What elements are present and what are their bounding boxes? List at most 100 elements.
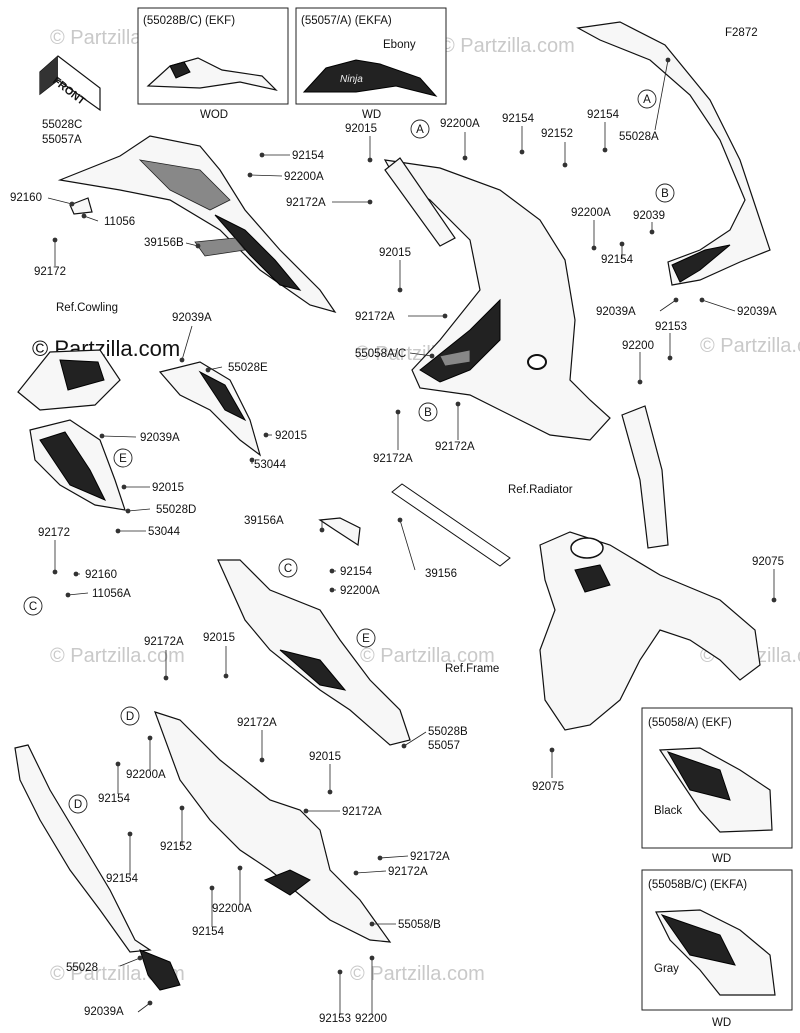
part-number-labels: 55028C55057A92160110569217239156B9215492… [10, 109, 784, 1025]
callout-letter: A [416, 124, 424, 136]
callout-letter: D [126, 711, 134, 723]
callout-marker: D [120, 706, 140, 726]
callout-marker: A [410, 119, 430, 139]
part-number-label: 92154 [106, 873, 139, 885]
watermark-text: © Partzilla.com [440, 35, 575, 57]
part-number-label: 39156A [244, 515, 284, 527]
part-number-label: 92039A [140, 432, 180, 444]
fastener-marker [195, 243, 201, 249]
fastener-marker [73, 571, 79, 577]
fastener-marker [367, 157, 373, 163]
upper-cowl-55028a [576, 21, 771, 286]
inset-header: (55028B/C) (EKF) [143, 15, 235, 27]
callout-letter: C [284, 563, 292, 575]
inset-black: (55058/A) (EKF) Black WD [641, 707, 793, 865]
inset-note: Ebony [383, 39, 416, 51]
inset-caption: WD [712, 1017, 731, 1029]
watermark-text: © Partzilla.com [360, 645, 495, 667]
fastener-marker [462, 155, 468, 161]
fastener-marker [205, 367, 211, 373]
callout-letter: A [643, 94, 651, 106]
part-number-label: 92015 [309, 751, 341, 763]
frame-reference [539, 531, 761, 731]
part-number-label: 92039A [172, 312, 212, 324]
fastener-marker [649, 229, 655, 235]
radiator-reference [621, 405, 669, 549]
fastener-marker [442, 313, 448, 319]
part-number-label: 55058/B [398, 919, 441, 931]
part-number-label: 92154 [587, 109, 620, 121]
fastener-marker [395, 409, 401, 415]
fastener-marker [249, 457, 255, 463]
fastener-marker [429, 353, 435, 359]
fastener-marker [223, 673, 229, 679]
leader-line [101, 435, 137, 438]
fastener-marker [69, 201, 75, 207]
part-number-label: 39156B [144, 237, 184, 249]
inset-caption: WD [712, 853, 731, 865]
fastener-marker [397, 287, 403, 293]
fastener-marker [179, 357, 185, 363]
fastener-marker [353, 870, 359, 876]
callout-marker: A [637, 89, 657, 109]
fastener-marker [127, 831, 133, 837]
part-number-label: 55028E [228, 362, 268, 374]
part-number-label: 92200 [355, 1013, 387, 1025]
fastener-marker [377, 855, 383, 861]
fastener-marker [549, 747, 555, 753]
inset-wd-ebony: (55057/A) (EKFA) Ebony Ninja WD [295, 7, 447, 121]
part-number-label: 92172A [237, 717, 277, 729]
part-number-label: 92160 [10, 192, 42, 204]
part-number-label: 53044 [254, 459, 287, 471]
part-number-label: 92152 [541, 128, 573, 140]
callout-marker: C [278, 558, 298, 578]
duct-55028e [158, 361, 262, 457]
fastener-marker [602, 147, 608, 153]
fastener-marker [65, 592, 71, 598]
callout-marker: B [418, 402, 438, 422]
callout-marker: E [113, 448, 133, 468]
part-number-label: 55057 [428, 740, 460, 752]
part-number-label: 92154 [601, 254, 634, 266]
leader-line [127, 508, 151, 512]
inner-cowl-part [17, 349, 121, 411]
seal-39156b [194, 237, 246, 257]
fastener-marker [637, 379, 643, 385]
fastener-marker [673, 297, 679, 303]
part-number-label: 92200A [340, 585, 380, 597]
part-number-label: 92172A [342, 806, 382, 818]
fastener-marker [337, 969, 343, 975]
fastener-marker [147, 735, 153, 741]
fastener-marker [771, 597, 777, 603]
leader-line [137, 1002, 151, 1013]
fastener-marker [52, 237, 58, 243]
fastener-marker [179, 805, 185, 811]
fastener-marker [147, 1000, 153, 1006]
part-number-label: 92075 [532, 781, 564, 793]
leader-line [47, 197, 73, 205]
part-number-label: 92154 [340, 566, 373, 578]
watermark-text: © Partzilla.com [700, 335, 800, 357]
front-arrow-icon: FRONT [39, 55, 101, 112]
fastener-marker [591, 245, 597, 251]
fastener-marker [699, 297, 705, 303]
part-number-label: 92160 [85, 569, 117, 581]
inset-gray: (55058B/C) (EKFA) Gray WD [641, 869, 793, 1029]
callout-marker: C [23, 596, 43, 616]
fastener-marker [303, 808, 309, 814]
part-number-label: 92172A [388, 866, 428, 878]
lower-fin-55028 [14, 744, 181, 991]
part-number-label: 55028 [66, 962, 98, 974]
fastener-marker [99, 433, 105, 439]
fastener-marker [367, 199, 373, 205]
leader-line [83, 215, 99, 222]
leader-line [403, 731, 427, 747]
lower-fairing-55028b [217, 559, 411, 746]
fastener-marker [455, 401, 461, 407]
part-number-label: 55028B [428, 726, 468, 738]
fastener-marker [121, 484, 127, 490]
leader-line [399, 519, 416, 571]
inset-caption: WOD [200, 109, 228, 121]
part-number-label: 92153 [319, 1013, 351, 1025]
